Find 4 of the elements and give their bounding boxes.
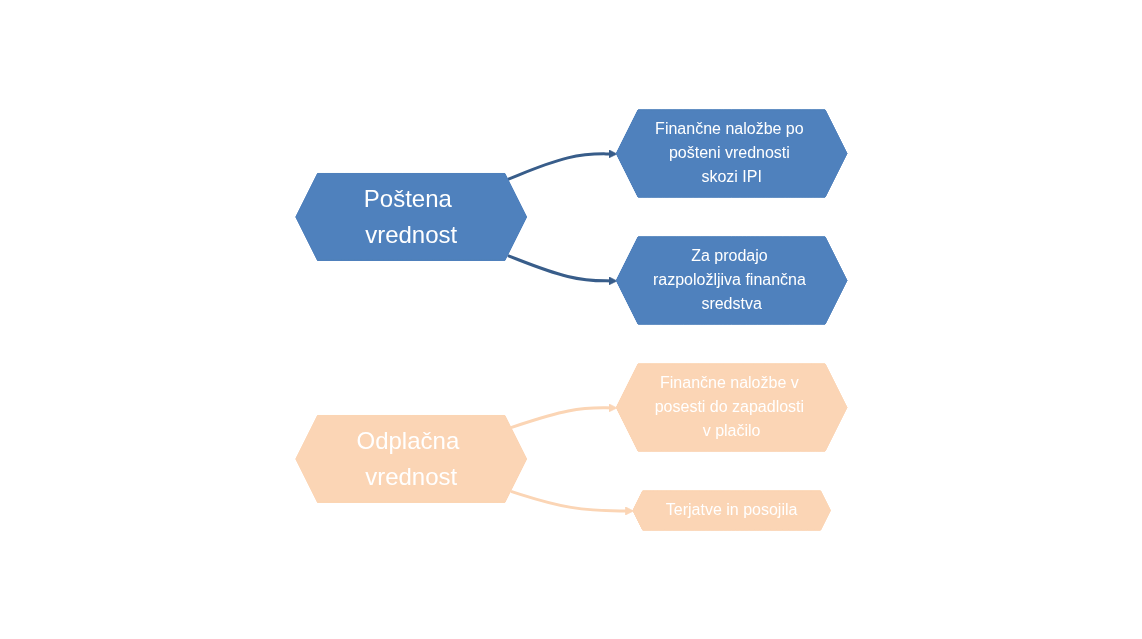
arrow: [506, 253, 617, 285]
arrow: [506, 149, 617, 181]
arrow: [510, 403, 617, 429]
arrow: [510, 489, 634, 515]
